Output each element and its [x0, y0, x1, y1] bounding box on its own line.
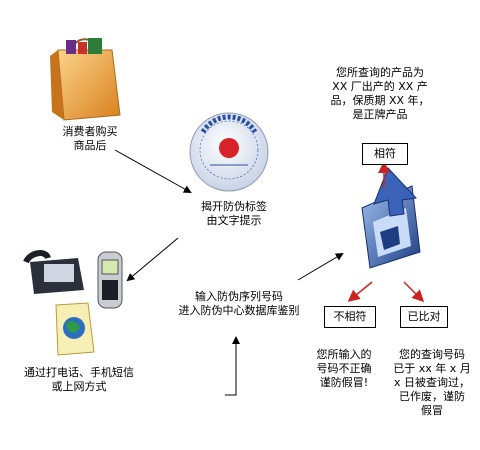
web-document-icon: [55, 302, 95, 356]
arrow-to-mismatch: [347, 281, 373, 302]
result-genuine-text: 您所查询的产品为 XX 厂出产的 XX 产 品，保质期 XX 年， 是正牌产品: [330, 66, 430, 121]
arrow-input-to-computer: [297, 252, 344, 281]
arrow-to-checked: [403, 281, 425, 303]
mobile-phone-icon: [97, 251, 123, 309]
result-mismatch-text: 您所输入的 号码不正确 谨防假冒!: [316, 348, 372, 389]
step-contact-text: 通过打电话、手机短信 或上网方式: [24, 366, 134, 393]
shopping-bag-icon: [50, 38, 121, 121]
result-checked-text: 您的查询号码 已于 xx 年 x 月 x 日被查询过， 已作废，谨防 假冒: [393, 348, 471, 417]
result-genuine-box: 相符: [362, 143, 408, 165]
result-checked-box: 已比对: [400, 306, 448, 328]
step-consumer-text: 消费者购买 商品后: [62, 125, 118, 152]
step-input-text: 输入防伪序列号码 进入防伪中心数据库鉴别: [178, 290, 300, 317]
computer-verification-icon: [361, 167, 421, 269]
desk-phone-icon: [23, 250, 84, 294]
arrow-label-to-contact: [126, 237, 179, 282]
step-open-label-text: 揭开防伪标签 由文字提示: [201, 200, 267, 227]
arrow-consumer-to-label: [114, 149, 192, 193]
result-mismatch-box: 不相符: [324, 306, 376, 328]
anti-counterfeit-label-icon: [189, 112, 269, 192]
arrow-contact-to-input: [225, 336, 240, 396]
